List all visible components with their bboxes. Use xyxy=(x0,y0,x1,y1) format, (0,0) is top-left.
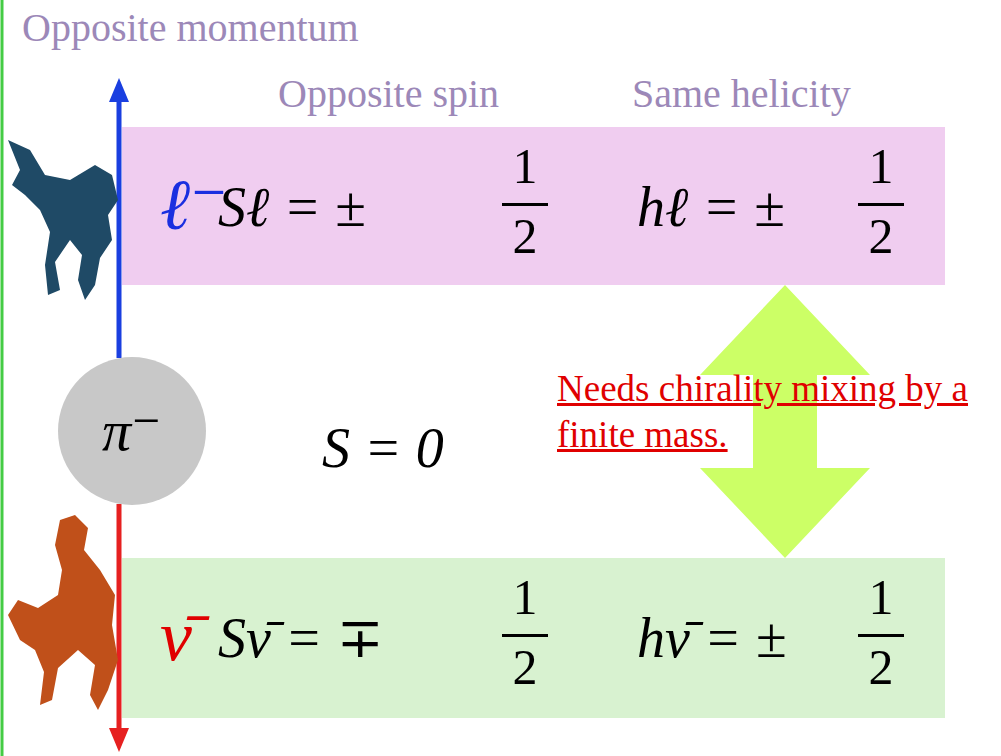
particle-symbol: ν̄ xyxy=(160,600,192,672)
fraction-numerator: 1 xyxy=(858,141,904,191)
frame-line xyxy=(1,0,4,756)
particle-symbol: ℓ⁻ xyxy=(160,169,228,241)
momentum-arrow xyxy=(117,100,122,358)
particle-symbol: π⁻ xyxy=(102,402,162,460)
fraction-numerator: 1 xyxy=(502,141,548,191)
fraction-denominator: 2 xyxy=(502,203,548,261)
arrow-head xyxy=(109,728,129,752)
note-text: Needs chirality mixing by a finite mass. xyxy=(557,366,997,459)
helicity-formula: hν̄ = ± xyxy=(637,610,786,666)
particle-band: ν̄ Sν̄ = ∓ 1 2 hν̄ = ± 1 2 xyxy=(122,558,945,718)
animal-silhouette xyxy=(8,140,118,300)
column-heading: Opposite spin xyxy=(278,72,499,116)
spin-formula: Sν̄ = ∓ xyxy=(218,610,384,666)
spin-formula: Sℓ = ± xyxy=(218,179,366,235)
helicity-formula: hℓ = ± xyxy=(637,179,785,235)
fraction-numerator: 1 xyxy=(858,572,904,622)
fraction-denominator: 2 xyxy=(858,203,904,261)
column-heading: Same helicity xyxy=(632,72,851,116)
fraction-denominator: 2 xyxy=(858,634,904,692)
axis-label: Opposite momentum xyxy=(22,6,359,50)
fraction-denominator: 2 xyxy=(502,634,548,692)
arrow-head xyxy=(109,78,129,102)
spin-total: S = 0 xyxy=(322,418,444,480)
fraction-numerator: 1 xyxy=(502,572,548,622)
particle-band: ℓ⁻Sℓ = ± 1 2 hℓ = ± 1 2 xyxy=(122,127,945,285)
pion-circle: π⁻ xyxy=(58,357,206,505)
animal-silhouette xyxy=(8,515,118,710)
momentum-arrow xyxy=(117,504,122,728)
